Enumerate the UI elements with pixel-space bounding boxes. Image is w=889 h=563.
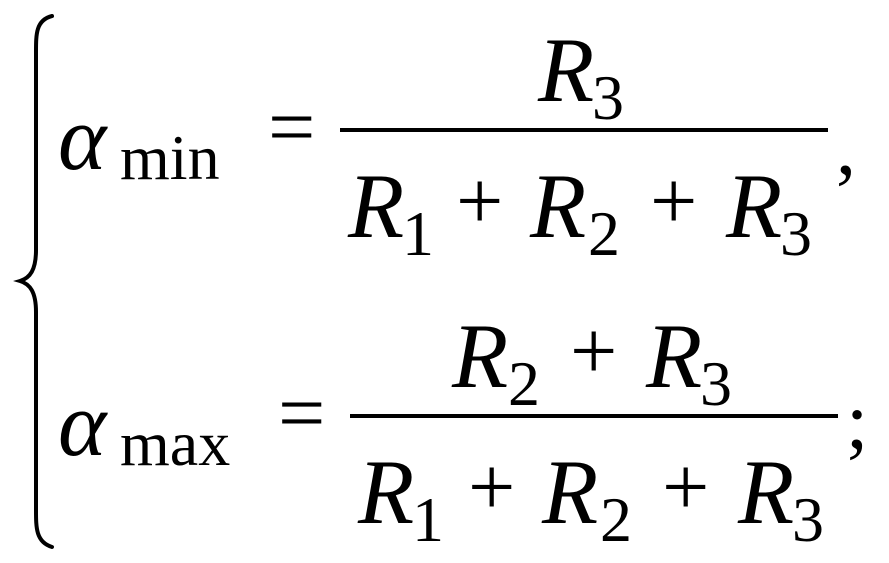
numerator-index-2: 2 xyxy=(508,348,540,419)
denominator-index-3: 3 xyxy=(780,198,812,269)
trailing-semicolon: ; xyxy=(846,378,869,466)
denominator-r3: R xyxy=(726,155,783,257)
trailing-comma: , xyxy=(836,104,856,192)
alpha-symbol: α xyxy=(58,87,107,189)
denominator-r1: R xyxy=(348,155,405,257)
denominator-index-3: 3 xyxy=(792,484,824,555)
fraction-bar xyxy=(350,414,838,418)
denominator-r2: R xyxy=(542,441,599,543)
denominator-index-2: 2 xyxy=(588,198,620,269)
denominator-r1: R xyxy=(358,441,415,543)
numerator-r: R xyxy=(538,19,595,121)
plus-sign: + xyxy=(570,305,618,398)
numerator-index: 3 xyxy=(592,62,624,133)
numerator-index-3: 3 xyxy=(700,348,732,419)
equals-sign: = xyxy=(278,367,326,460)
fraction-bar xyxy=(340,128,828,132)
denominator-index-1: 1 xyxy=(412,484,444,555)
subscript-max: max xyxy=(120,408,231,479)
subscript-min: min xyxy=(120,122,220,193)
alpha-symbol: α xyxy=(58,373,107,475)
numerator-r3: R xyxy=(646,305,703,407)
denominator-index-1: 1 xyxy=(402,198,434,269)
plus-sign: + xyxy=(456,155,504,248)
plus-sign: + xyxy=(468,441,516,534)
plus-sign: + xyxy=(662,441,710,534)
denominator-r3: R xyxy=(738,441,795,543)
denominator-index-2: 2 xyxy=(600,484,632,555)
numerator-r2: R xyxy=(452,305,509,407)
plus-sign: + xyxy=(650,155,698,248)
equals-sign: = xyxy=(268,81,316,174)
denominator-r2: R xyxy=(530,155,587,257)
